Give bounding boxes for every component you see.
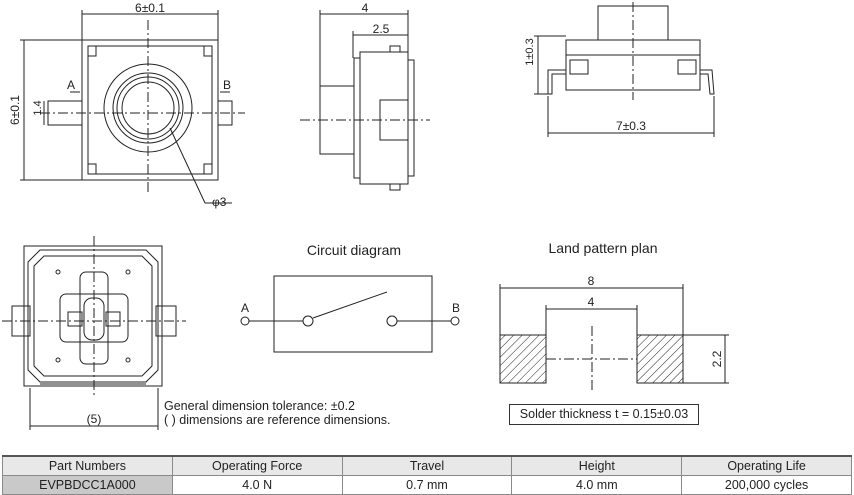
- cell-travel: 0.7 mm: [341, 475, 513, 495]
- reference-note: ( ) dimensions are reference dimensions.: [164, 413, 391, 427]
- header-part-numbers: Part Numbers: [2, 455, 173, 476]
- spec-data-row: EVPBDCC1A000 4.0 N 0.7 mm 4.0 mm 200,000…: [2, 475, 852, 495]
- front-view: [534, 2, 715, 137]
- bottom-view: [2, 236, 186, 430]
- technical-drawing: 6±0.1 6±0.1 1.4 φ3 A B 4 2.5 1±0.3 7±0.3: [2, 1, 729, 430]
- tolerance-note: General dimension tolerance: ±0.2: [164, 399, 355, 413]
- land-pattern: [499, 284, 729, 392]
- header-travel: Travel: [341, 455, 513, 476]
- dim-side-inner: 2.5: [373, 22, 390, 36]
- circuit-title: Circuit diagram: [307, 242, 401, 258]
- land-dim-outer: 8: [588, 274, 595, 288]
- header-height: Height: [511, 455, 683, 476]
- dim-terminal: 1.4: [32, 100, 44, 115]
- header-operating-life: Operating Life: [681, 455, 852, 476]
- dim-top-height: 6±0.1: [8, 95, 22, 125]
- top-view: [20, 10, 245, 204]
- dim-side-width: 4: [362, 1, 369, 15]
- circuit-terminal-a: A: [241, 301, 249, 315]
- section-label-b: B: [223, 78, 231, 92]
- spec-header-row: Part Numbers Operating Force Travel Heig…: [2, 455, 852, 476]
- land-dim-pad: 2.2: [710, 350, 724, 367]
- land-dim-inner: 4: [588, 295, 595, 309]
- cell-operating-force: 4.0 N: [171, 475, 343, 495]
- dim-diameter: φ3: [212, 195, 227, 209]
- circuit-terminal-b: B: [452, 301, 460, 315]
- side-view: [300, 10, 430, 191]
- solder-note: Solder thickness t = 0.15±0.03: [509, 404, 699, 425]
- header-operating-force: Operating Force: [171, 455, 343, 476]
- circuit-diagram: [240, 275, 460, 353]
- section-label-a: A: [67, 78, 75, 92]
- cell-operating-life: 200,000 cycles: [681, 475, 852, 495]
- cell-part-number: EVPBDCC1A000: [2, 475, 173, 495]
- dim-bottom-ref: (5): [87, 412, 102, 426]
- dim-top-width: 6±0.1: [135, 1, 165, 15]
- spec-table: Part Numbers Operating Force Travel Heig…: [2, 455, 852, 495]
- land-title: Land pattern plan: [549, 240, 658, 256]
- dim-right-width: 7±0.3: [616, 119, 646, 133]
- dim-right-height: 1±0.3: [524, 38, 536, 65]
- cell-height: 4.0 mm: [511, 475, 683, 495]
